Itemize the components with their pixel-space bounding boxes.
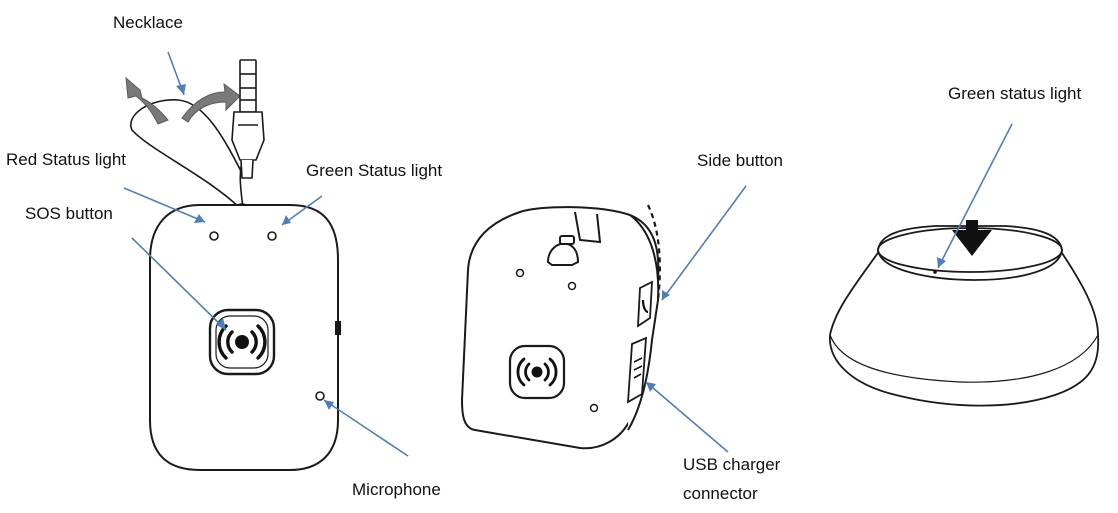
red-status-light-hole [209, 231, 219, 241]
sos-button[interactable] [208, 308, 276, 376]
angled-sos-button[interactable] [508, 344, 566, 400]
label-sos-button: SOS button [25, 204, 113, 223]
label-microphone: Microphone [352, 480, 441, 499]
microphone-hole [315, 391, 325, 401]
lanyard-clip [231, 59, 265, 221]
down-arrow-icon [952, 230, 992, 256]
leader-lines [123, 51, 1013, 457]
label-side-button: Side button [697, 151, 784, 170]
angled-pendant [460, 206, 660, 450]
side-button[interactable] [637, 280, 653, 328]
green-status-light-hole [267, 231, 277, 241]
side-curve-dashes [647, 204, 661, 301]
angled-status-hole-1 [515, 268, 525, 278]
label-usb-charger-line2: connector [683, 484, 758, 503]
label-green-status-light-left: Green Status light [306, 161, 443, 180]
phone-icon [641, 299, 649, 314]
angled-status-hole-2 [567, 281, 577, 291]
leader-arrowheads [176, 84, 946, 410]
dock-green-status-light [933, 270, 937, 274]
charging-dock [829, 225, 1100, 407]
necklace-direction-arrows [125, 76, 241, 125]
label-red-status-light: Red Status light [6, 150, 127, 169]
usb-port[interactable] [626, 336, 648, 404]
sos-radiate-icon-small [516, 357, 558, 387]
usb-icon [633, 357, 643, 379]
angled-mic-hole [589, 403, 599, 413]
label-green-status-light-right: Green status light [948, 84, 1082, 103]
label-usb-charger-line1: USB charger [683, 455, 781, 474]
label-necklace: Necklace [113, 13, 183, 32]
